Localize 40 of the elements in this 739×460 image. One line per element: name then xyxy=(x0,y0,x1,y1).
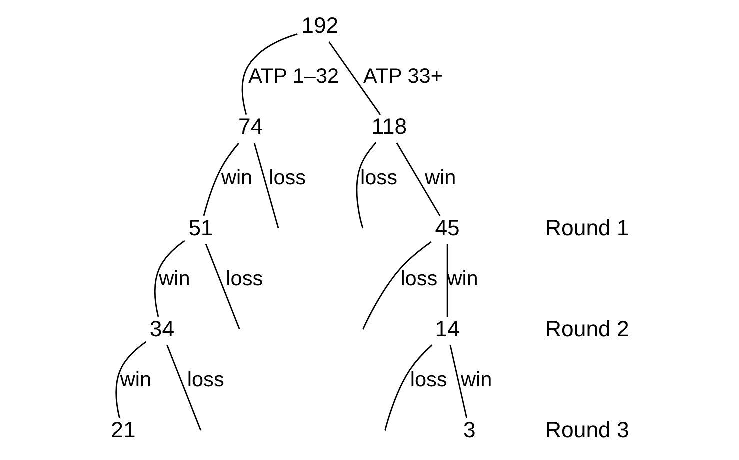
connector xyxy=(396,142,440,216)
connector xyxy=(356,142,376,229)
connector xyxy=(154,240,185,318)
node-text: 118 xyxy=(371,114,407,140)
edge-label: win xyxy=(158,267,190,290)
edge-label: ATP 33+ xyxy=(363,65,442,88)
connector xyxy=(328,42,381,116)
edge-label: loss xyxy=(400,267,438,290)
edge-label: loss xyxy=(268,166,306,190)
connector xyxy=(115,342,146,418)
edge-label: win xyxy=(120,368,152,392)
node-text: 34 xyxy=(149,316,174,342)
connector xyxy=(446,244,448,318)
node-text: 45 xyxy=(434,215,460,240)
label: Round 1 xyxy=(545,215,629,240)
edge-label: win xyxy=(460,368,492,392)
edge-label: win xyxy=(424,166,456,190)
node-text: 51 xyxy=(188,215,213,240)
edge-label: ATP 1–32 xyxy=(248,65,339,88)
node-text: 74 xyxy=(238,114,263,140)
edge-label: win xyxy=(220,166,252,190)
node-text: 14 xyxy=(434,316,460,342)
edge-label: loss xyxy=(410,368,447,392)
node-text: 21 xyxy=(110,417,136,442)
connector xyxy=(204,244,240,330)
label: Round 3 xyxy=(545,417,629,442)
connector xyxy=(202,142,239,216)
edge-label: loss xyxy=(186,368,224,392)
connector xyxy=(449,345,468,418)
edge-label: loss xyxy=(360,166,397,190)
connector xyxy=(384,344,432,431)
connector xyxy=(241,34,298,115)
connector xyxy=(253,142,279,229)
label: Round 2 xyxy=(545,316,629,342)
node-text: 192 xyxy=(301,13,338,38)
connector xyxy=(362,241,432,330)
node-text: 3 xyxy=(463,417,476,442)
edge-label: win xyxy=(446,267,478,290)
edge-label: loss xyxy=(226,267,263,290)
connector xyxy=(166,345,202,431)
